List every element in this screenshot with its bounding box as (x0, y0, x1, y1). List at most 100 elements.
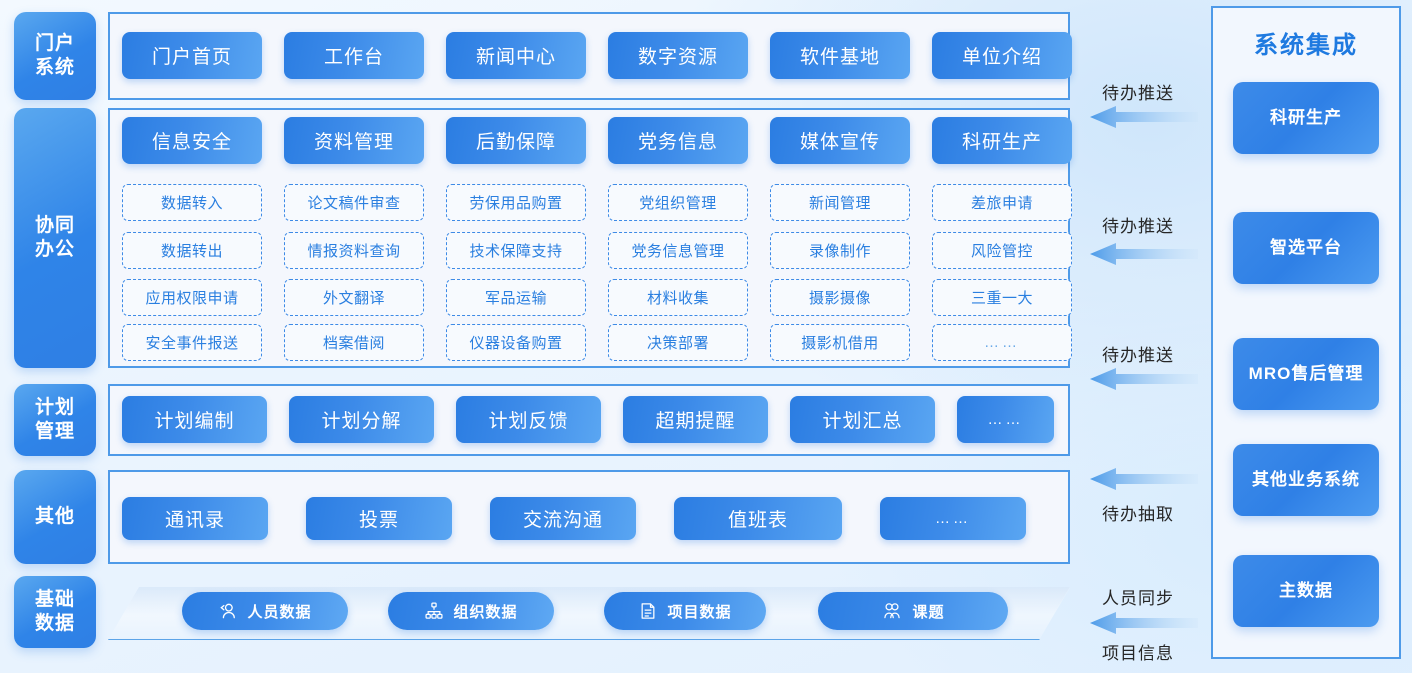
collab-cell-0-3-label: 党组织管理 (639, 195, 717, 212)
plan-item-3[interactable]: 超期提醒 (623, 396, 768, 443)
collab-header-3[interactable]: 党务信息 (608, 117, 748, 164)
collab-header-0[interactable]: 信息安全 (122, 117, 262, 164)
collab-header-4[interactable]: 媒体宣传 (770, 117, 910, 164)
people-icon (881, 601, 903, 621)
portal-item-0[interactable]: 门户首页 (122, 32, 262, 79)
arrow-4 (1090, 612, 1198, 634)
collab-cell-3-2-label: 仪器设备购置 (469, 335, 563, 352)
portal-item-5[interactable]: 单位介绍 (932, 32, 1072, 79)
integration-card-1[interactable]: 智选平台 (1233, 212, 1379, 284)
collab-cell-0-5-label: 差旅申请 (970, 195, 1033, 212)
portal-item-2-label: 新闻中心 (475, 47, 556, 68)
collab-cell-1-4[interactable]: 录像制作 (770, 232, 910, 269)
collab-cell-2-2[interactable]: 军品运输 (446, 279, 586, 316)
collab-cell-1-4-label: 录像制作 (808, 243, 871, 260)
arrow-label-2-text: 待办推送 (1102, 346, 1174, 365)
base-item-org[interactable]: 组织数据 (388, 592, 554, 630)
collab-cell-2-4[interactable]: 摄影摄像 (770, 279, 910, 316)
collab-header-1[interactable]: 资料管理 (284, 117, 424, 164)
collab-cell-2-0-label: 应用权限申请 (145, 290, 239, 307)
plan-item-4[interactable]: 计划汇总 (790, 396, 935, 443)
org-chart-icon (424, 601, 444, 621)
arrow-label-1-text: 待办推送 (1102, 217, 1174, 236)
portal-item-4[interactable]: 软件基地 (770, 32, 910, 79)
person-icon (218, 601, 238, 621)
collab-cell-2-0[interactable]: 应用权限申请 (122, 279, 262, 316)
base-item-person[interactable]: 人员数据 (182, 592, 348, 630)
plan-item-5[interactable]: …… (957, 396, 1054, 443)
collab-cell-3-4-label: 摄影机借用 (801, 335, 879, 352)
collab-cell-3-2[interactable]: 仪器设备购置 (446, 324, 586, 361)
collab-cell-3-4[interactable]: 摄影机借用 (770, 324, 910, 361)
portal-item-1[interactable]: 工作台 (284, 32, 424, 79)
base-item-person-label: 人员数据 (247, 603, 312, 621)
other-item-2[interactable]: 交流沟通 (490, 497, 636, 540)
arrow-1 (1090, 243, 1198, 265)
collab-cell-1-1[interactable]: 情报资料查询 (284, 232, 424, 269)
collab-header-3-label: 党务信息 (637, 132, 718, 153)
collab-cell-0-5[interactable]: 差旅申请 (932, 184, 1072, 221)
plan-row: 计划编制 计划分解 计划反馈 超期提醒 计划汇总 …… (122, 396, 1054, 443)
arrow-label-2: 待办推送 (1102, 341, 1174, 366)
collab-cell-2-1[interactable]: 外文翻译 (284, 279, 424, 316)
collab-header-5[interactable]: 科研生产 (932, 117, 1072, 164)
collab-cell-2-5[interactable]: 三重一大 (932, 279, 1072, 316)
other-item-4[interactable]: …… (880, 497, 1026, 540)
rail-collab[interactable]: 协同 办公 (14, 108, 96, 368)
integration-card-4[interactable]: 主数据 (1233, 555, 1379, 627)
collab-cell-0-3[interactable]: 党组织管理 (608, 184, 748, 221)
rail-other[interactable]: 其他 (14, 470, 96, 564)
collab-cell-0-0[interactable]: 数据转入 (122, 184, 262, 221)
other-item-4-label: …… (935, 510, 971, 527)
collab-cell-2-1-label: 外文翻译 (322, 290, 385, 307)
collab-cell-0-1[interactable]: 论文稿件审查 (284, 184, 424, 221)
other-item-3[interactable]: 值班表 (674, 497, 842, 540)
collab-cell-2-3-label: 材料收集 (646, 290, 709, 307)
rail-plan[interactable]: 计划 管理 (14, 384, 96, 456)
collab-cell-0-4[interactable]: 新闻管理 (770, 184, 910, 221)
portal-item-1-label: 工作台 (323, 47, 384, 68)
portal-item-3[interactable]: 数字资源 (608, 32, 748, 79)
collab-cell-1-2[interactable]: 技术保障支持 (446, 232, 586, 269)
collab-cell-2-4-label: 摄影摄像 (808, 290, 871, 307)
collab-grid-row-0: 数据转入 论文稿件审查 劳保用品购置 党组织管理 新闻管理 差旅申请 (122, 184, 1072, 221)
rail-plan-label: 计划 管理 (34, 397, 75, 442)
collab-cell-3-3[interactable]: 决策部署 (608, 324, 748, 361)
collab-header-0-label: 信息安全 (151, 132, 232, 153)
arrow-label-3: 待办抽取 (1102, 500, 1174, 525)
plan-item-1[interactable]: 计划分解 (289, 396, 434, 443)
collab-cell-1-3[interactable]: 党务信息管理 (608, 232, 748, 269)
plan-item-2[interactable]: 计划反馈 (456, 396, 601, 443)
collab-cell-2-3[interactable]: 材料收集 (608, 279, 748, 316)
base-item-topic[interactable]: 课题 (818, 592, 1008, 630)
base-item-project[interactable]: 项目数据 (604, 592, 766, 630)
plan-item-5-label: …… (987, 411, 1024, 428)
collab-cell-0-2[interactable]: 劳保用品购置 (446, 184, 586, 221)
collab-header-2[interactable]: 后勤保障 (446, 117, 586, 164)
system-integration-title: 系统集成 (1211, 25, 1401, 60)
integration-card-2[interactable]: MRO售后管理 (1233, 338, 1379, 410)
document-icon (638, 601, 658, 621)
collab-header-5-label: 科研生产 (961, 132, 1042, 153)
rail-portal[interactable]: 门户 系统 (14, 12, 96, 100)
plan-item-0[interactable]: 计划编制 (122, 396, 267, 443)
collab-header-2-label: 后勤保障 (475, 132, 556, 153)
collab-cell-3-1[interactable]: 档案借阅 (284, 324, 424, 361)
portal-item-2[interactable]: 新闻中心 (446, 32, 586, 79)
other-item-1[interactable]: 投票 (306, 497, 452, 540)
integration-card-1-label: 智选平台 (1270, 237, 1342, 257)
integration-card-3[interactable]: 其他业务系统 (1233, 444, 1379, 516)
arrow-2 (1090, 368, 1198, 390)
collab-cell-3-0[interactable]: 安全事件报送 (122, 324, 262, 361)
other-item-0[interactable]: 通讯录 (122, 497, 268, 540)
arrow-label-5: 项目信息 (1102, 639, 1174, 664)
collab-cell-1-3-label: 党务信息管理 (631, 243, 725, 260)
arrow-label-4: 人员同步 (1102, 584, 1174, 609)
system-integration-title-text: 系统集成 (1254, 32, 1358, 59)
collab-cell-1-5[interactable]: 风险管控 (932, 232, 1072, 269)
rail-base[interactable]: 基础 数据 (14, 576, 96, 648)
integration-card-0[interactable]: 科研生产 (1233, 82, 1379, 154)
collab-cell-1-0[interactable]: 数据转出 (122, 232, 262, 269)
collab-cell-3-5[interactable]: …… (932, 324, 1072, 361)
